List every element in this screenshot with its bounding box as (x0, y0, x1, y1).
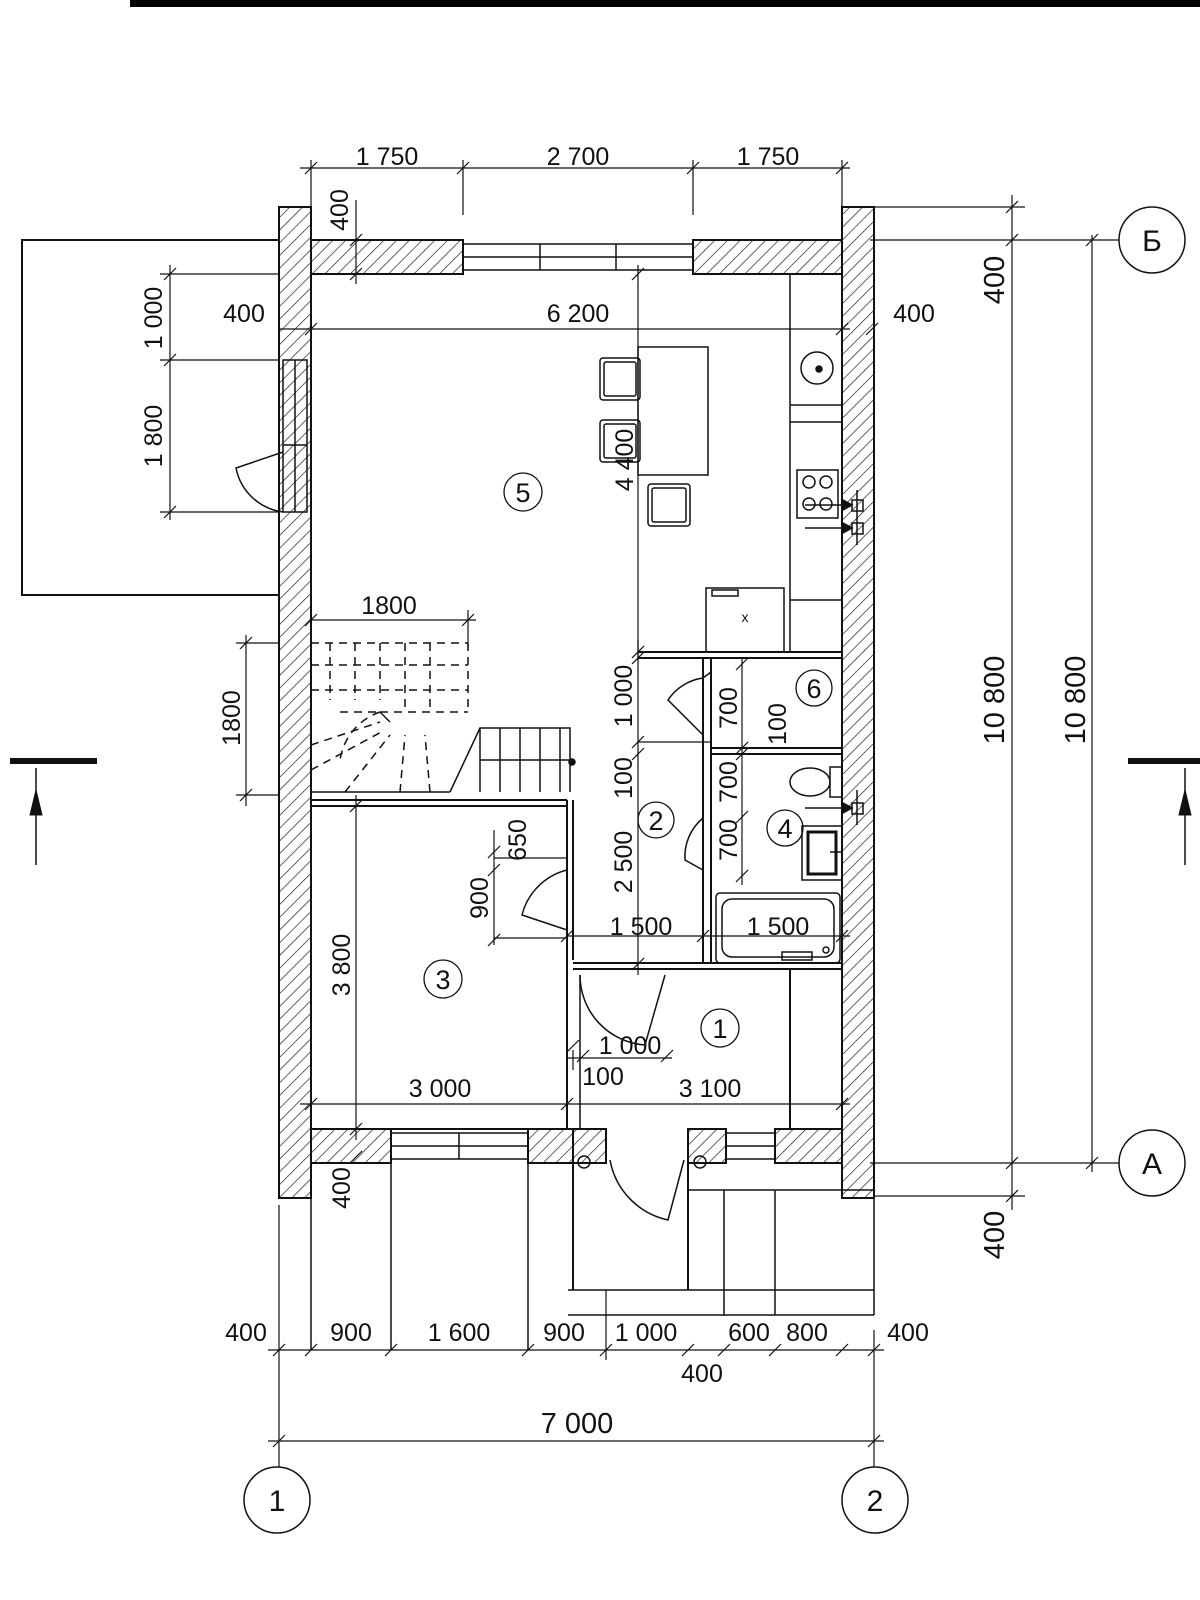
interior-dimension-labels: 400 400 6 200 400 4 400 1800 1 000 100 2… (223, 189, 935, 1209)
dim-door-900: 900 (466, 877, 494, 919)
dim-stair-1800: 1800 (218, 690, 246, 746)
porch-outline (310, 1163, 875, 1350)
dim-corridor-100: 100 (610, 757, 638, 799)
dim-right-top-400: 400 (979, 256, 1011, 304)
axis-label-left: 1 (269, 1485, 286, 1518)
left-window (235, 359, 308, 513)
room-5-label: 5 (515, 478, 530, 508)
kitchen-appliance-mark: x (742, 609, 749, 625)
dim-right-wall: 400 (893, 300, 935, 328)
interior-partitions (310, 651, 842, 1290)
dim-stair-width: 1800 (361, 592, 417, 620)
dim-room3-3800: 3 800 (328, 934, 356, 997)
dim-bottom-4: 900 (543, 1319, 585, 1347)
dim-bottom-1: 400 (225, 1319, 267, 1347)
dim-right-10800-a: 10 800 (979, 656, 1011, 745)
dim-bottom-2: 900 (330, 1319, 372, 1347)
dim-door-650: 650 (504, 819, 532, 861)
dim-right-bottom-400: 400 (979, 1211, 1011, 1259)
dim-bottom-8: 400 (887, 1319, 929, 1347)
dim-left-1000: 1 000 (140, 287, 168, 350)
stove-icon (796, 469, 839, 519)
exterior-walls (278, 206, 875, 1199)
dining-table (637, 346, 709, 476)
title-bar-fragment (130, 0, 1200, 7)
section-marks (10, 758, 1200, 865)
room-3-label: 3 (435, 965, 450, 995)
dim-door-700-c: 700 (715, 819, 743, 861)
washbasin-icon (801, 825, 843, 881)
dim-left-1800: 1 800 (140, 405, 168, 468)
dim-top-wall: 400 (326, 189, 354, 231)
doors (521, 671, 712, 1221)
dim-top-3: 1 750 (737, 143, 800, 171)
dim-corridor-2500: 2 500 (610, 831, 638, 894)
dim-room5-width: 6 200 (547, 300, 610, 328)
dim-bottom-6: 600 (728, 1319, 770, 1347)
dim-corridor-1000: 1 000 (610, 665, 638, 728)
bottom-dimension-labels: 400 900 1 600 900 1 000 600 800 400 400 … (225, 1319, 929, 1440)
dim-room3-width: 3 000 (409, 1075, 472, 1103)
sink-icon (800, 351, 834, 385)
dim-bottom-3: 1 600 (428, 1319, 491, 1347)
axis-label-top: Б (1142, 225, 1162, 258)
dim-room1-width: 3 100 (679, 1075, 742, 1103)
room-2-label: 2 (648, 806, 663, 836)
dim-kitchen-depth: 4 400 (611, 429, 639, 492)
dim-left-wall: 400 (223, 300, 265, 328)
dim-top-1: 1 750 (356, 143, 419, 171)
room-4-label: 4 (777, 814, 792, 844)
axis-label-bottom: А (1142, 1148, 1162, 1181)
dim-bottom-7: 800 (786, 1319, 828, 1347)
room-1-label: 1 (712, 1014, 727, 1044)
axis-label-right: 2 (867, 1485, 884, 1518)
dim-bottom-5: 1 000 (615, 1319, 678, 1347)
dim-bottom-wall: 400 (328, 1167, 356, 1209)
bathtub-icon (715, 892, 841, 964)
toilet-icon (789, 766, 843, 798)
dim-total-width: 7 000 (541, 1408, 614, 1440)
top-dimension-labels: 1 750 2 700 1 750 (356, 143, 800, 171)
terrace-outline (21, 239, 280, 596)
kitchen-counters (705, 274, 842, 653)
dim-top-2: 2 700 (547, 143, 610, 171)
dim-wall-100: 100 (764, 703, 792, 745)
dim-bath-1500-left: 1 500 (610, 913, 673, 941)
left-dimension-labels: 1 000 1 800 1800 3 800 (140, 287, 356, 997)
dim-door-700-a: 700 (715, 687, 743, 729)
axis-bubbles (243, 206, 1186, 1534)
dim-hall-1000: 1 000 (599, 1032, 662, 1060)
top-window (462, 243, 694, 271)
dim-door-700-b: 700 (715, 761, 743, 803)
room-6-label: 6 (806, 674, 821, 704)
dimension-lines (160, 160, 1120, 1505)
utility-connection-icons (805, 490, 864, 825)
staircase (310, 642, 576, 793)
dim-hall-100: 100 (582, 1063, 624, 1091)
dim-bath-1500-right: 1 500 (747, 913, 810, 941)
dim-right-10800-b: 10 800 (1060, 656, 1092, 745)
right-dimension-labels: 400 10 800 10 800 400 (979, 256, 1092, 1259)
room-markers (423, 472, 833, 1048)
bottom-windows (390, 1132, 776, 1160)
dim-bottom-400-under: 400 (681, 1360, 723, 1388)
dining-chairs (599, 357, 691, 527)
